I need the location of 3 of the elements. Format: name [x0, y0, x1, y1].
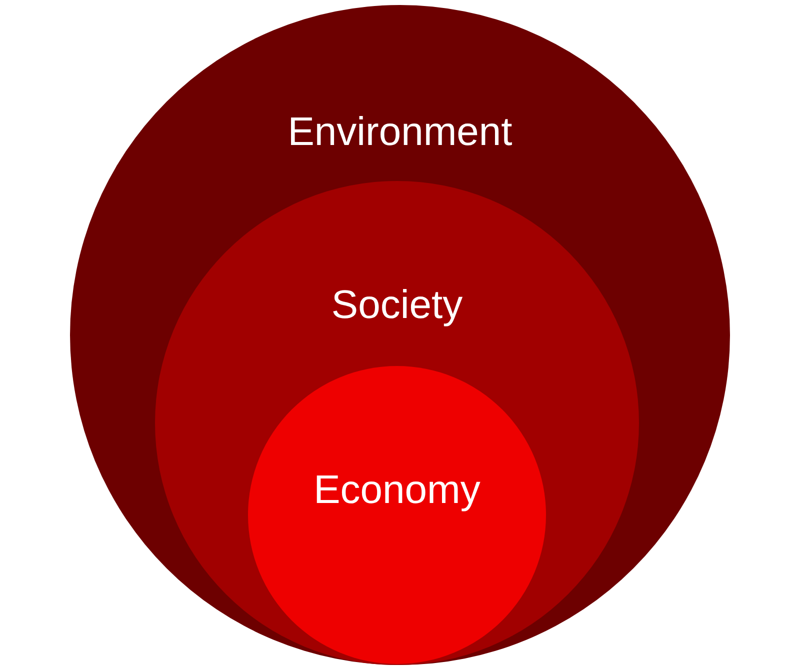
circle-label: Society: [331, 282, 463, 329]
circle-label: Economy: [314, 467, 480, 514]
circle-label: Environment: [288, 109, 512, 156]
